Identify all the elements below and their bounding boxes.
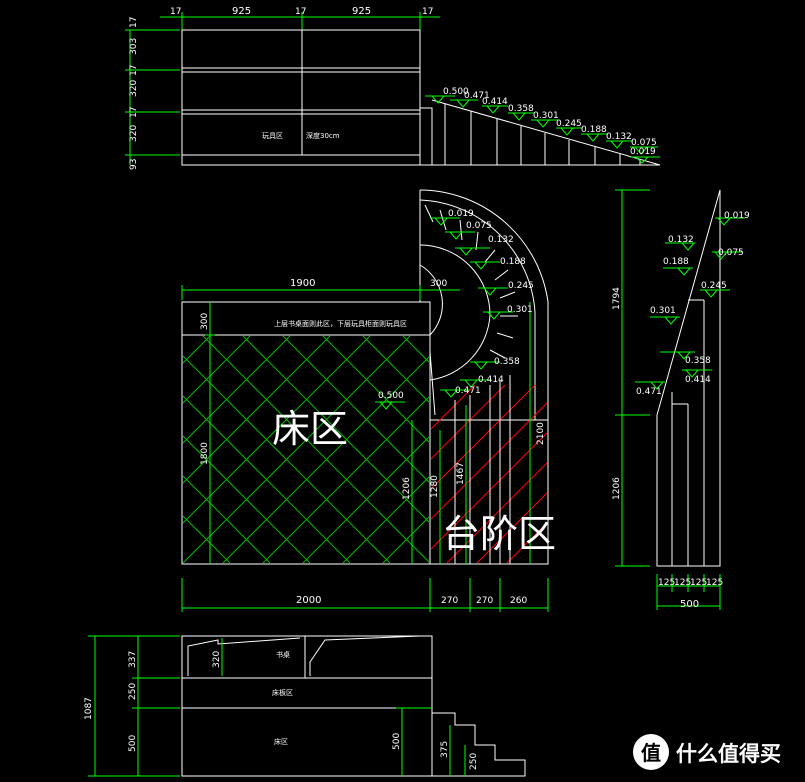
plan-outline [181, 189, 549, 565]
plan-dim-1206: 1206 [402, 477, 412, 500]
plan-view: 1900 300 300 1800 2100 1206 1280 1467 20… [181, 189, 556, 612]
side-dim-125b: 125 [674, 578, 691, 588]
watermark-text: 什么值得买 [676, 742, 781, 766]
plan-step-0358: 0.358 [494, 357, 520, 367]
front-dim-337: 337 [128, 651, 138, 668]
top-step-0132: 0.132 [606, 132, 632, 142]
plan-step-0075: 0.075 [466, 221, 492, 231]
plan-dim-260: 260 [510, 596, 527, 606]
plan-step-0471: 0.471 [455, 386, 481, 396]
watermark-logo-icon [633, 734, 669, 770]
top-step-0471: 0.471 [464, 91, 490, 101]
front-dim-320: 320 [212, 651, 222, 668]
top-step-0245: 0.245 [556, 119, 582, 129]
top-step-0358: 0.358 [508, 104, 534, 114]
front-label-bed: 床区 [274, 737, 288, 746]
plan-step-0301: 0.301 [507, 305, 533, 315]
plan-spiral [419, 199, 536, 420]
top-dim-93: 93 [129, 159, 139, 170]
plan-dim-1280: 1280 [430, 475, 440, 498]
plan-dim-1800: 1800 [200, 442, 210, 465]
front-view: 1087 337 250 500 320 500 375 250 书桌 床板区 … [84, 635, 526, 777]
front-label-desk: 书桌 [276, 650, 290, 659]
plan-step-0245: 0.245 [508, 281, 534, 291]
top-step-0301: 0.301 [533, 111, 559, 121]
top-step-0414: 0.414 [482, 97, 508, 107]
plan-top-note: 上层书桌面则此区，下层玩具柜面则玩具区 [274, 319, 407, 328]
front-dim-500b: 500 [392, 733, 402, 750]
top-label-area: 玩具区 [262, 132, 283, 140]
top-step-0019: 0.019 [630, 147, 656, 157]
plan-dim-2000: 2000 [296, 595, 321, 606]
top-dim-17a: 17 [170, 7, 181, 17]
step-dividers [454, 375, 511, 564]
front-label-mid: 床板区 [272, 688, 293, 697]
top-dim-303: 303 [129, 38, 139, 55]
top-view-dim-lines [125, 12, 440, 165]
side-label-0414: 0.414 [685, 375, 711, 385]
top-label-height: 深度30cm [306, 131, 340, 140]
top-dim-17b: 17 [295, 7, 306, 17]
top-step-0500: 0.500 [443, 87, 469, 97]
top-dim-17-l3: 17 [129, 107, 139, 118]
plan-dim-lines [181, 217, 549, 612]
plan-dim-2100: 2100 [536, 422, 546, 445]
side-label-0075: 0.075 [718, 248, 744, 258]
side-label-0132: 0.132 [668, 235, 694, 245]
side-view: 1794 1206 125 125 125 125 500 0.019 0.13… [612, 189, 750, 610]
front-dim-lines [88, 635, 466, 777]
side-dim-125d: 125 [706, 578, 723, 588]
front-dim-1087: 1087 [84, 697, 94, 720]
side-dim-125c: 125 [690, 578, 707, 588]
bed-hatch [183, 336, 429, 563]
top-dim-17c: 17 [422, 7, 433, 17]
plan-step-0414: 0.414 [478, 375, 504, 385]
side-dim-lines [615, 189, 745, 610]
plan-bed-area: 床区 [272, 407, 348, 451]
side-label-0245: 0.245 [701, 281, 727, 291]
plan-dim-300-top: 300 [430, 279, 447, 289]
front-dim-250: 250 [128, 683, 138, 700]
plan-dim-300-left: 300 [200, 313, 210, 330]
top-step-0075: 0.075 [631, 138, 657, 148]
side-label-0358: 0.358 [685, 356, 711, 366]
watermark: 值 什么值得买 [633, 734, 781, 770]
top-view-box [181, 29, 661, 166]
plan-step-0188: 0.188 [500, 257, 526, 267]
top-dim-925b: 925 [352, 6, 371, 17]
top-step-0188: 0.188 [581, 125, 607, 135]
side-dim-1794: 1794 [612, 287, 622, 310]
plan-dim-1467: 1467 [456, 462, 466, 485]
top-dim-17-l2: 17 [129, 65, 139, 76]
plan-dim-1900: 1900 [290, 278, 315, 289]
top-view-level-markers [425, 95, 660, 164]
top-view-step-lines [444, 104, 641, 165]
plan-step-0132: 0.132 [488, 235, 514, 245]
side-dim-500: 500 [680, 599, 699, 610]
top-dim-17-left: 17 [129, 17, 139, 28]
side-dim-1206: 1206 [612, 477, 622, 500]
top-view: 17 925 17 925 17 17 303 17 320 17 320 93 [125, 6, 661, 170]
front-dim-250b: 250 [469, 753, 479, 770]
top-dim-925a: 925 [232, 6, 251, 17]
front-dim-500: 500 [128, 735, 138, 752]
side-dim-125a: 125 [658, 578, 675, 588]
plan-step-area: 台阶区 [442, 512, 556, 556]
watermark-logo-char: 值 [641, 741, 661, 765]
side-label-0019: 0.019 [724, 211, 750, 221]
side-label-0188: 0.188 [663, 257, 689, 267]
side-label-0471: 0.471 [636, 387, 662, 397]
front-dim-375: 375 [440, 741, 450, 758]
plan-dim-270a: 270 [441, 596, 458, 606]
plan-step-0019: 0.019 [448, 209, 474, 219]
side-outline [656, 189, 721, 567]
plan-dim-270b: 270 [476, 596, 493, 606]
top-dim-320b: 320 [129, 125, 139, 142]
front-outline [181, 635, 526, 777]
side-label-0301: 0.301 [650, 306, 676, 316]
top-dim-320a: 320 [129, 80, 139, 97]
plan-step-0500: 0.500 [378, 391, 404, 401]
